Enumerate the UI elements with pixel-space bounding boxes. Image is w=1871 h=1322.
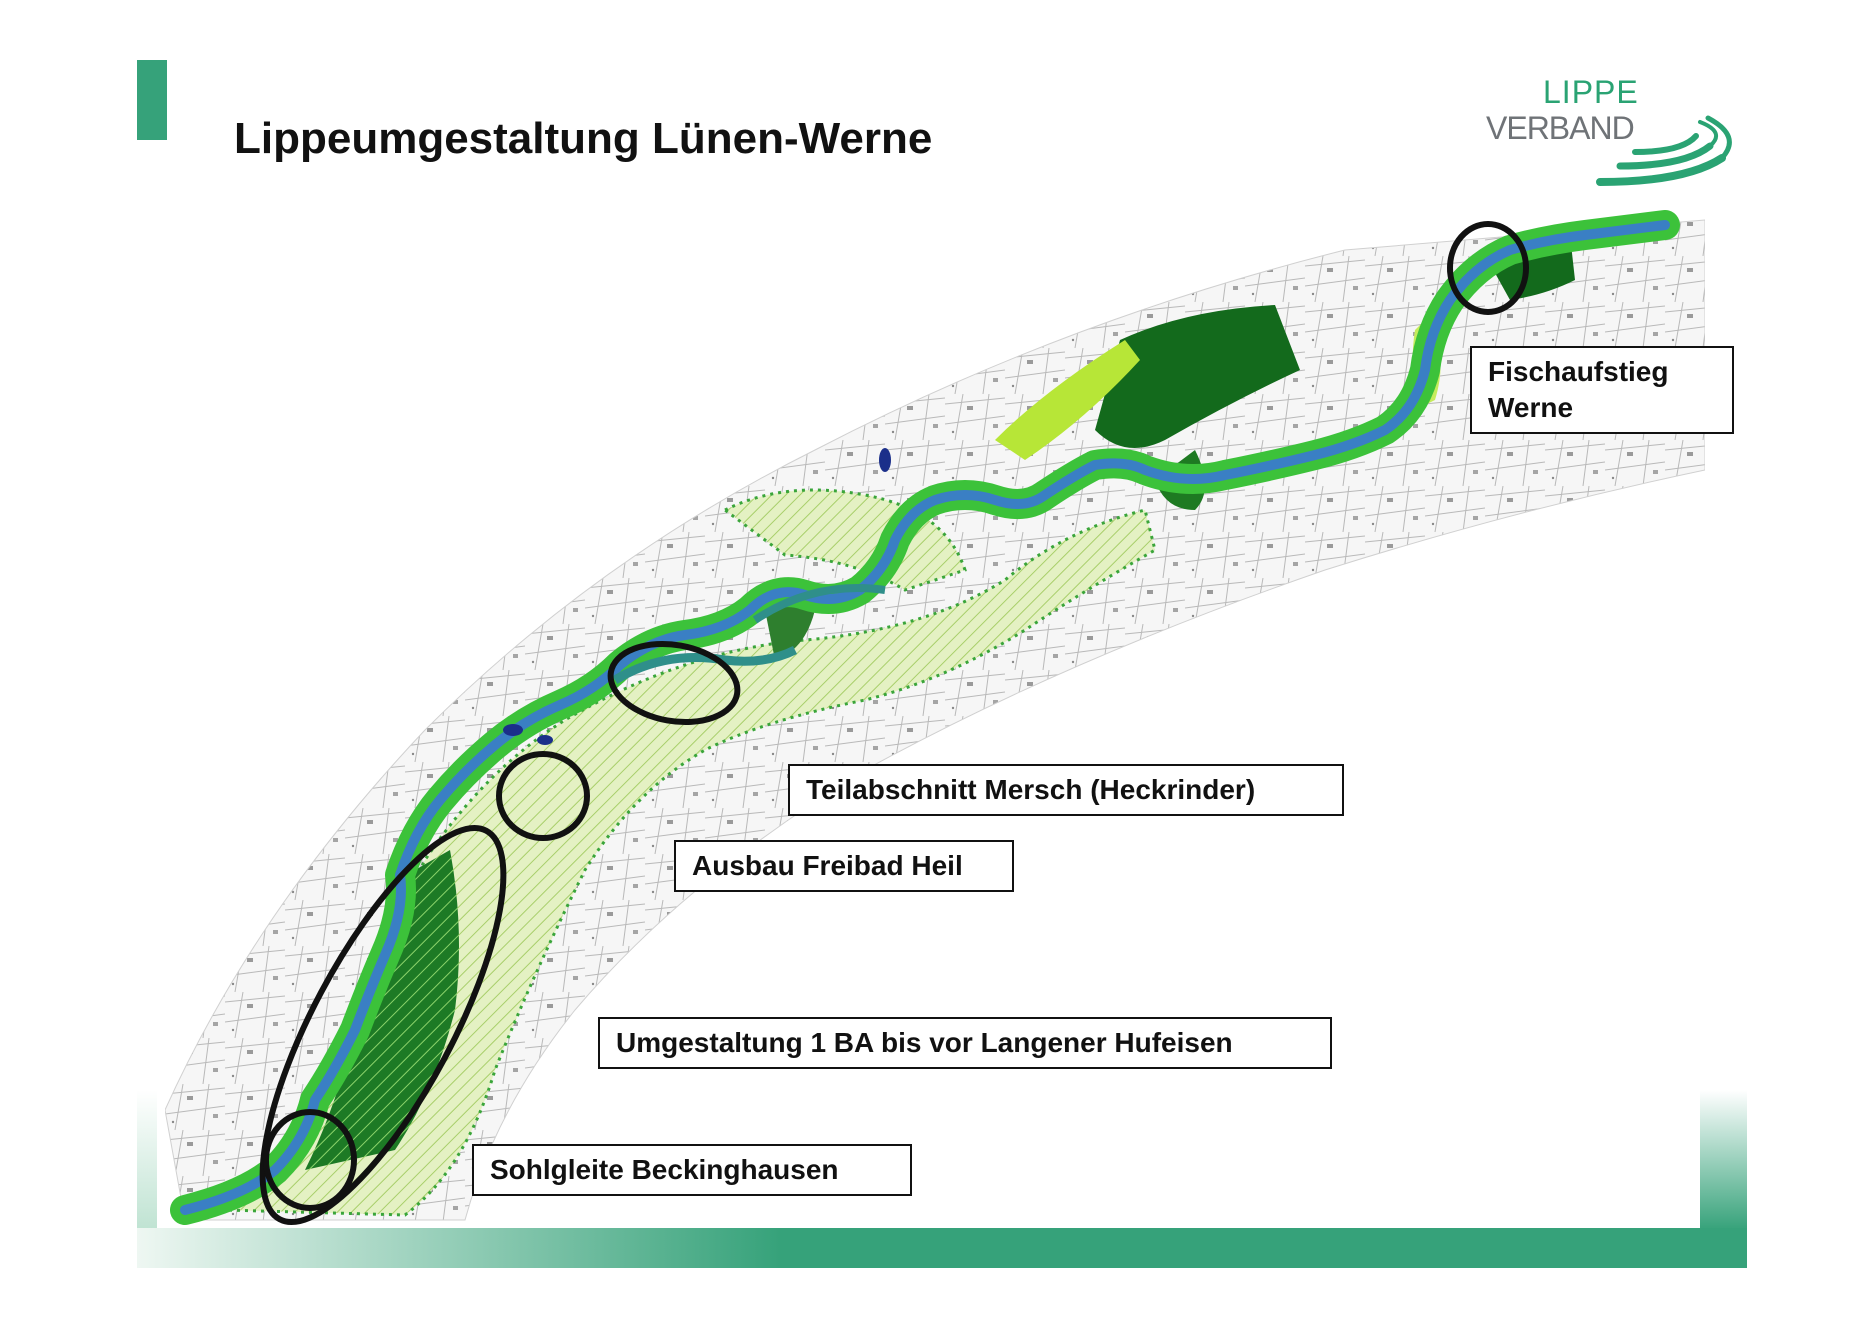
marker-circle-umgestaltung xyxy=(259,824,507,1226)
left-fade-decoration xyxy=(137,1090,157,1230)
meadow-lime-area xyxy=(995,340,1140,460)
pond-1 xyxy=(503,724,523,736)
label-sohlgleite: Sohlgleite Beckinghausen xyxy=(472,1144,912,1196)
wetland-dark-green-2 xyxy=(1095,305,1300,448)
river-map xyxy=(165,210,1705,1226)
wetland-dark-green-1 xyxy=(765,600,815,660)
logo-text-verband: VERBAND xyxy=(1486,110,1635,146)
lippeverband-logo: LIPPE VERBAND xyxy=(1470,66,1740,194)
bottom-band-decoration xyxy=(137,1228,1747,1268)
wetland-dark-green-south xyxy=(305,850,459,1170)
page-title: Lippeumgestaltung Lünen-Werne xyxy=(234,114,933,163)
wave-icon xyxy=(1596,115,1732,186)
marker-circle-fischaufstieg xyxy=(1447,221,1529,315)
side-channel-2 xyxy=(752,584,886,624)
label-freibad: Ausbau Freibad Heil xyxy=(674,840,1014,892)
label-fischaufstieg-line2: Werne xyxy=(1488,392,1574,423)
logo-text-lippe: LIPPE xyxy=(1543,74,1639,110)
map-base-area xyxy=(165,219,1705,1221)
label-fischaufstieg: Fischaufstieg Werne xyxy=(1470,346,1734,434)
pond-3 xyxy=(879,448,891,472)
marker-circle-freibad xyxy=(496,751,590,841)
marker-circle-sohlgleite xyxy=(263,1109,357,1211)
side-channel-1 xyxy=(612,645,798,684)
accent-bar xyxy=(137,60,167,140)
label-fischaufstieg-line1: Fischaufstieg xyxy=(1488,356,1669,387)
pond-2 xyxy=(537,735,553,745)
right-fade-decoration xyxy=(1700,1090,1747,1230)
label-umgestaltung: Umgestaltung 1 BA bis vor Langener Hufei… xyxy=(598,1017,1332,1069)
marker-circle-mersch xyxy=(607,640,741,726)
label-mersch: Teilabschnitt Mersch (Heckrinder) xyxy=(788,764,1344,816)
